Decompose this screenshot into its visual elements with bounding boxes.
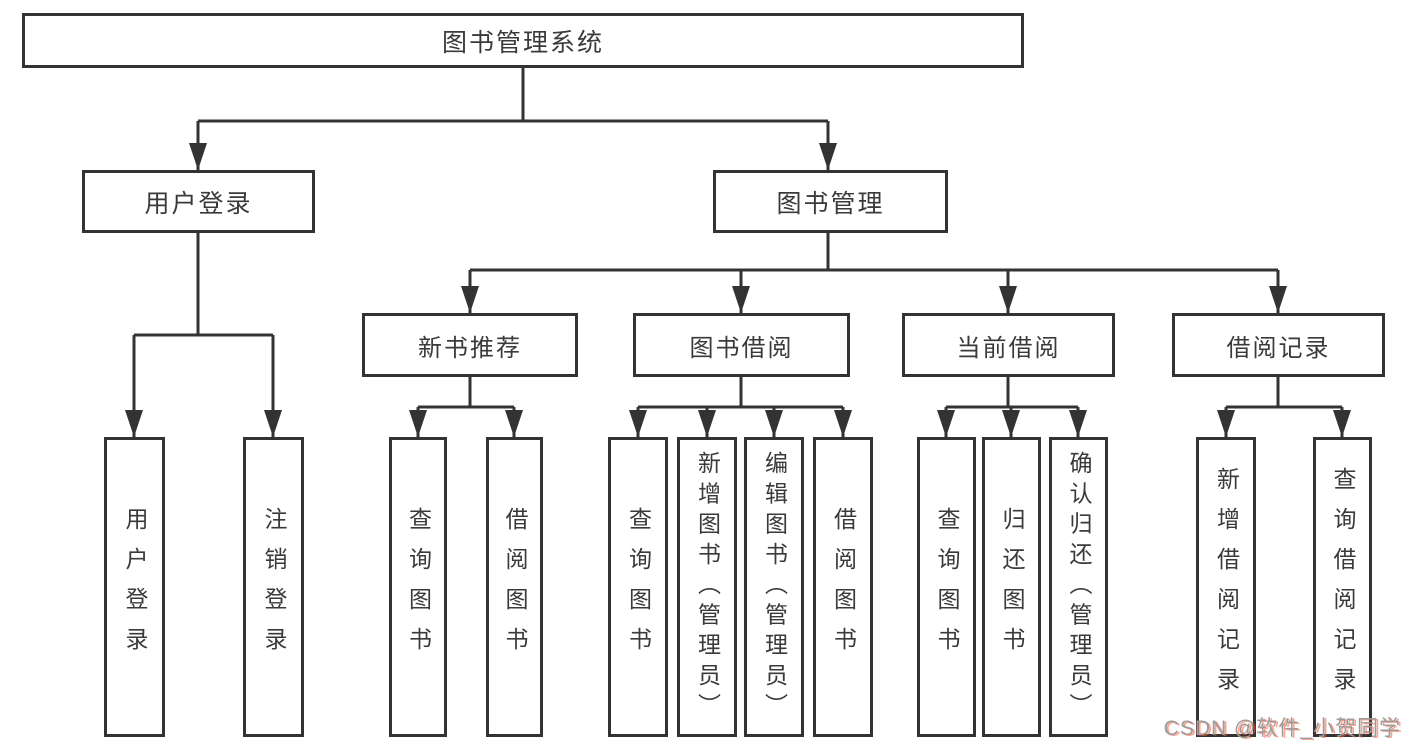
connector-currentborrow-to-leaves [944,377,1080,437]
node-user-login: 用户登录 [82,170,315,233]
leaf-return-book: 归还图书 [982,437,1041,737]
csdn-watermark: CSDN @软件_小贺同学 [1163,717,1401,740]
leaf-query-books-1: 查询图书 [389,437,447,737]
leaf-query-books-2: 查询图书 [608,437,668,737]
node-current-borrow: 当前借阅 [902,313,1115,377]
leaf-borrow-books-2: 借阅图书 [813,437,873,737]
leaf-edit-book-admin: 编辑图书（管理员） [744,437,804,737]
leaf-add-borrow-record: 新增借阅记录 [1196,437,1256,737]
connector-bookborrow-to-leaves [636,377,845,437]
leaf-logout: 注销登录 [243,437,304,737]
leaf-confirm-return-admin: 确认归还（管理员） [1049,437,1108,737]
leaf-borrow-books-1: 借阅图书 [486,437,543,737]
connector-newbook-to-leaves [416,377,516,437]
node-library-system: 图书管理系统 [22,13,1024,68]
connector-root-to-level2 [196,68,830,170]
connector-bookmgmt-to-level3 [468,233,1280,313]
connector-records-to-leaves [1224,377,1344,437]
leaf-query-borrow-record: 查询借阅记录 [1313,437,1372,737]
node-borrow-records: 借阅记录 [1172,313,1385,377]
node-book-borrow: 图书借阅 [633,313,850,377]
node-new-book-recommend: 新书推荐 [362,313,578,377]
connector-userlogin-to-leaves [132,233,275,437]
leaf-add-book-admin: 新增图书（管理员） [677,437,737,737]
node-book-management: 图书管理 [713,170,948,233]
leaf-query-books-3: 查询图书 [917,437,976,737]
leaf-user-login: 用户登录 [104,437,165,737]
